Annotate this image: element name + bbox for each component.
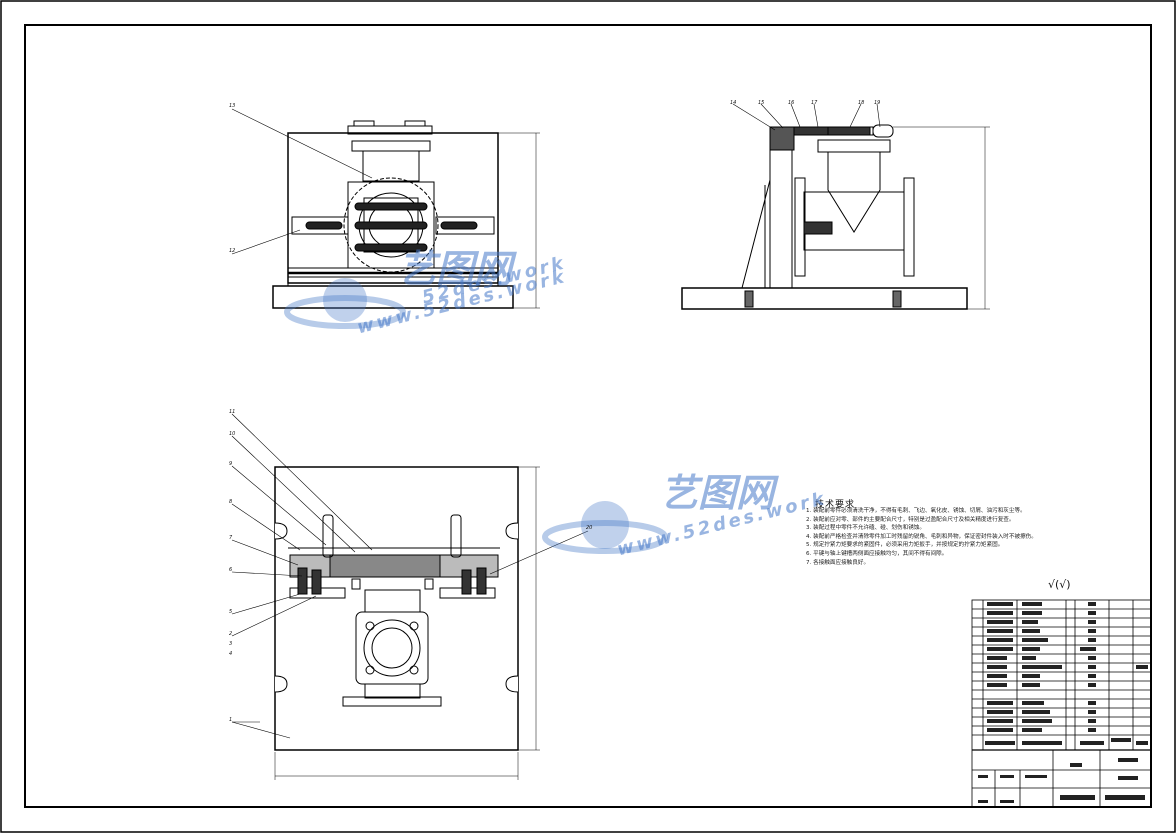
callout-front-11: 11	[229, 409, 236, 415]
tech-note: 4. 装配前严格检查并清除零件加工时残留的锐角、毛刺和异物，保证密封件装入时不被…	[806, 533, 1037, 540]
top-view	[231, 108, 540, 309]
callout-side-17: 17	[811, 100, 818, 106]
callout-front-5: 5	[229, 609, 233, 615]
tech-note: 6. 平键与轴上键槽两侧面应接触均匀，其间不得有间隙。	[806, 550, 948, 557]
inner-border	[24, 24, 1152, 808]
callout-top-13: 13	[229, 103, 236, 109]
tech-note: 3. 装配过程中零件不允许磕、碰、划伤和锈蚀。	[806, 525, 925, 532]
callout-front-7: 7	[229, 535, 233, 541]
tech-requirements-list: 1. 装配前零件必须清洗干净，不得有毛刺、飞边、氧化皮、锈蚀、切屑、油污和灰尘等…	[806, 507, 1116, 567]
callout-side-18: 18	[858, 100, 865, 106]
callout-side-15: 15	[758, 100, 765, 106]
watermark-globe-1	[284, 278, 406, 329]
callout-front-8: 8	[229, 499, 233, 505]
title-block	[971, 599, 1152, 808]
callout-front-2: 2	[229, 631, 233, 637]
tech-note: 2. 装配前应对零、部件的主要配合尺寸，特别是过盈配合尺寸及相关精度进行复查。	[806, 516, 1015, 523]
tech-note: 1. 装配前零件必须清洗干净，不得有毛刺、飞边、氧化皮、锈蚀、切屑、油污和灰尘等…	[806, 508, 1026, 514]
tech-note: 7. 各接触面应接触良好。	[806, 559, 870, 566]
callout-front-6: 6	[229, 567, 233, 573]
side-view	[681, 103, 990, 310]
callout-side-14: 14	[730, 100, 737, 106]
front-view	[231, 413, 589, 780]
tech-note: 5. 规定拧紧力矩要求的紧固件，必须采用力矩扳手，并按规定的拧紧力矩紧固。	[806, 542, 1004, 549]
callout-front-10: 10	[229, 431, 236, 437]
callout-side-16: 16	[788, 100, 795, 106]
callout-side-19: 19	[874, 100, 881, 106]
surface-roughness-symbol: √(√)	[1048, 578, 1071, 591]
callout-front-3: 3	[229, 641, 233, 647]
callout-front-9: 9	[229, 461, 233, 467]
callout-top-12: 12	[229, 248, 236, 254]
callout-front-4: 4	[229, 651, 233, 657]
watermark-globe-2	[542, 501, 668, 554]
callout-front-20: 20	[586, 525, 593, 531]
callout-front-1: 1	[229, 717, 233, 723]
tech-requirements-title: 技术要求	[815, 500, 856, 510]
